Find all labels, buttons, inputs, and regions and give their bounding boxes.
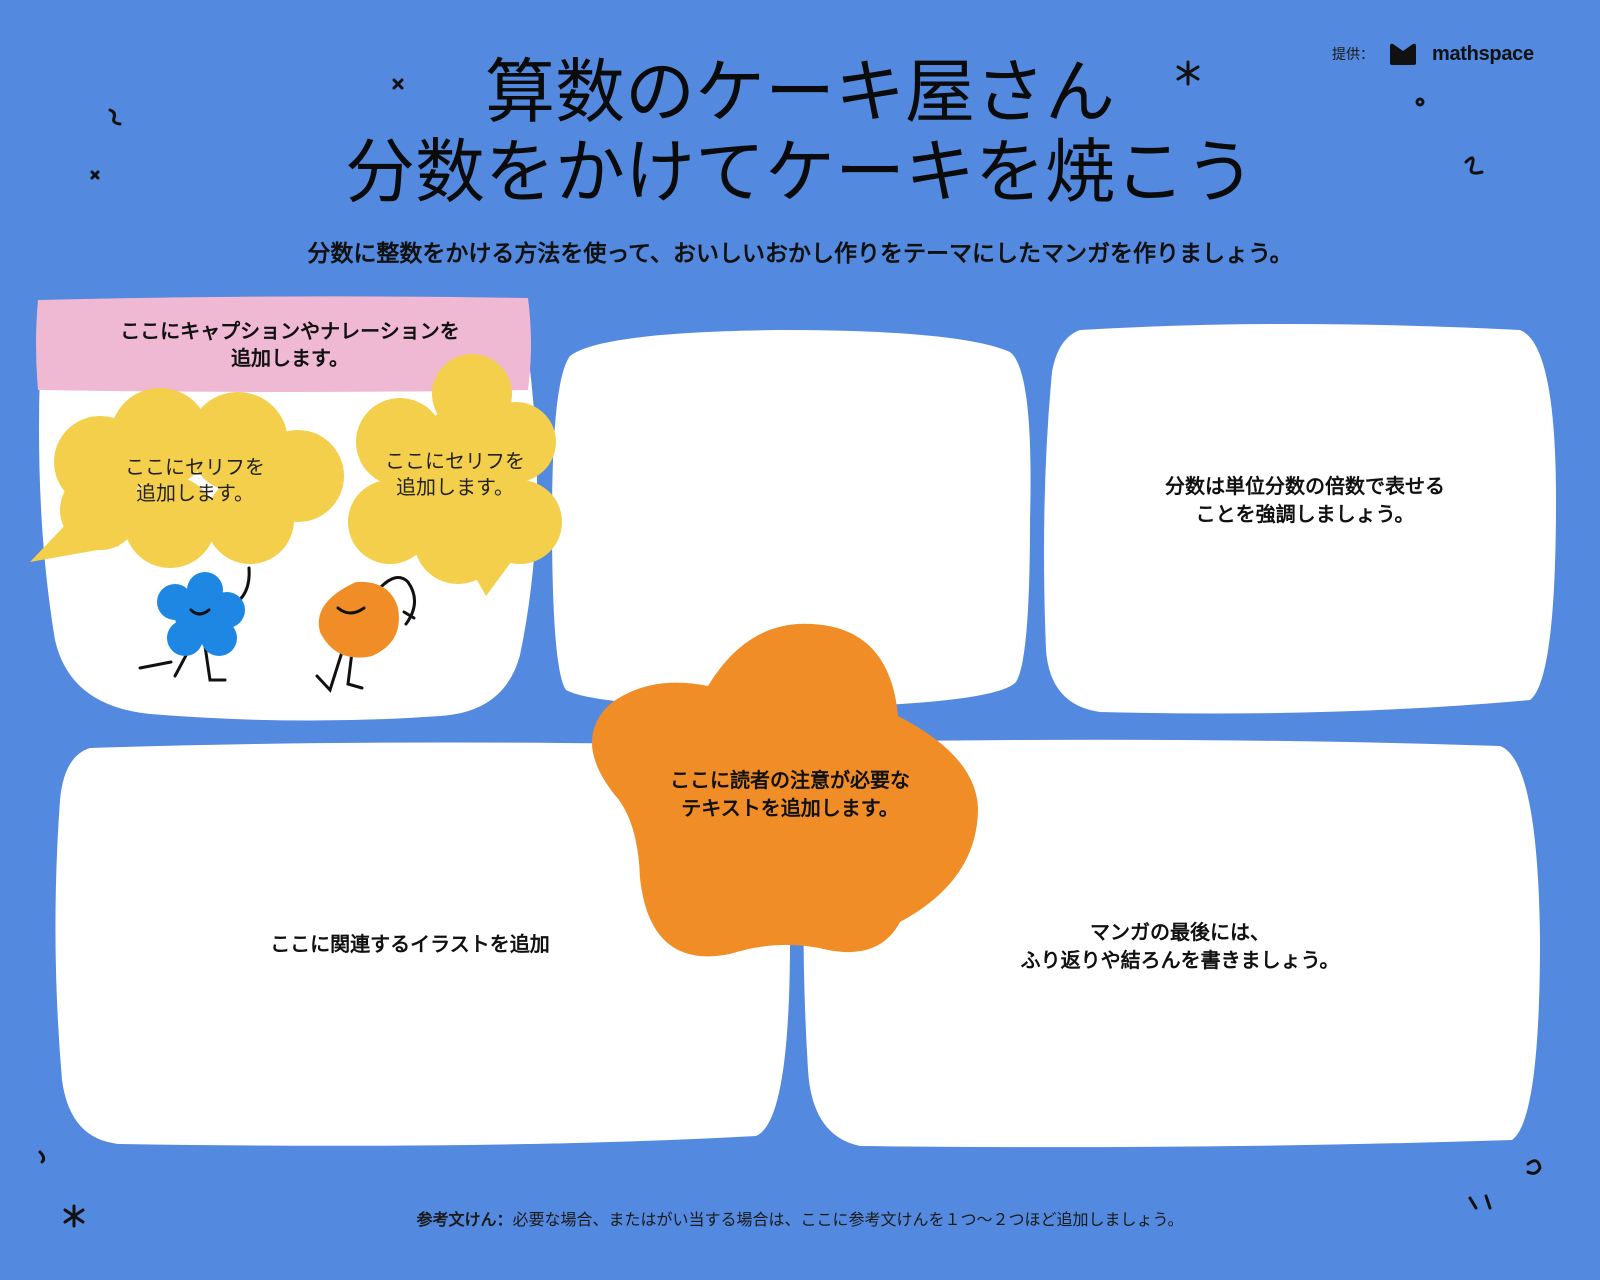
footer: 参考文けん：必要な場合、またはがい当する場合は、ここに参考文けんを１つ〜２つほど… [0,1206,1600,1230]
caption-text: ここにキャプションやナレーションを 追加します。 [120,319,460,370]
mathspace-logo-icon [1390,43,1416,65]
callout-blob [591,623,978,957]
page-title-line2: 分数をかけてケーキを焼こう [345,131,1255,213]
orange-character-icon [315,576,416,693]
speech-bubbles [30,354,562,596]
blue-character-icon [138,566,251,682]
speech-bubble-left-text: ここにセリフを 追加します。 [125,455,265,505]
callout-text: ここに読者の注意が必要な テキストを追加します。 [670,768,910,820]
brand-name: mathspace [1432,42,1534,65]
panel-5 [803,739,1540,1148]
page-subtitle: 分数に整数をかける方法を使って、おいしいおかし作りをテーマにしたマンガを作りまし… [307,241,1293,267]
page-title-line1: 算数のケーキ屋さん [485,51,1115,133]
caption-box [36,296,531,392]
footer-text: 必要な場合、またはがい当する場合は、ここに参考文けんを１つ〜２つほど追加しましょ… [512,1210,1184,1229]
panel-2 [552,330,1031,708]
panel-3-text: 分数は単位分数の倍数で表せる ことを強調しましょう。 [1165,474,1445,526]
panel-4-text: ここに関連するイラストを追加 [270,932,550,956]
brand-label: 提供： [1332,47,1374,63]
speech-bubble-right-text: ここにセリフを 追加します。 [385,449,525,499]
footer-label: 参考文けん： [416,1210,513,1229]
panel-5-text: マンガの最後には、 ふり返りや結ろんを書きましょう。 [1020,920,1340,972]
panel-4 [55,742,791,1146]
brand: 提供： mathspace [1332,42,1534,66]
panel-3 [1044,324,1556,714]
